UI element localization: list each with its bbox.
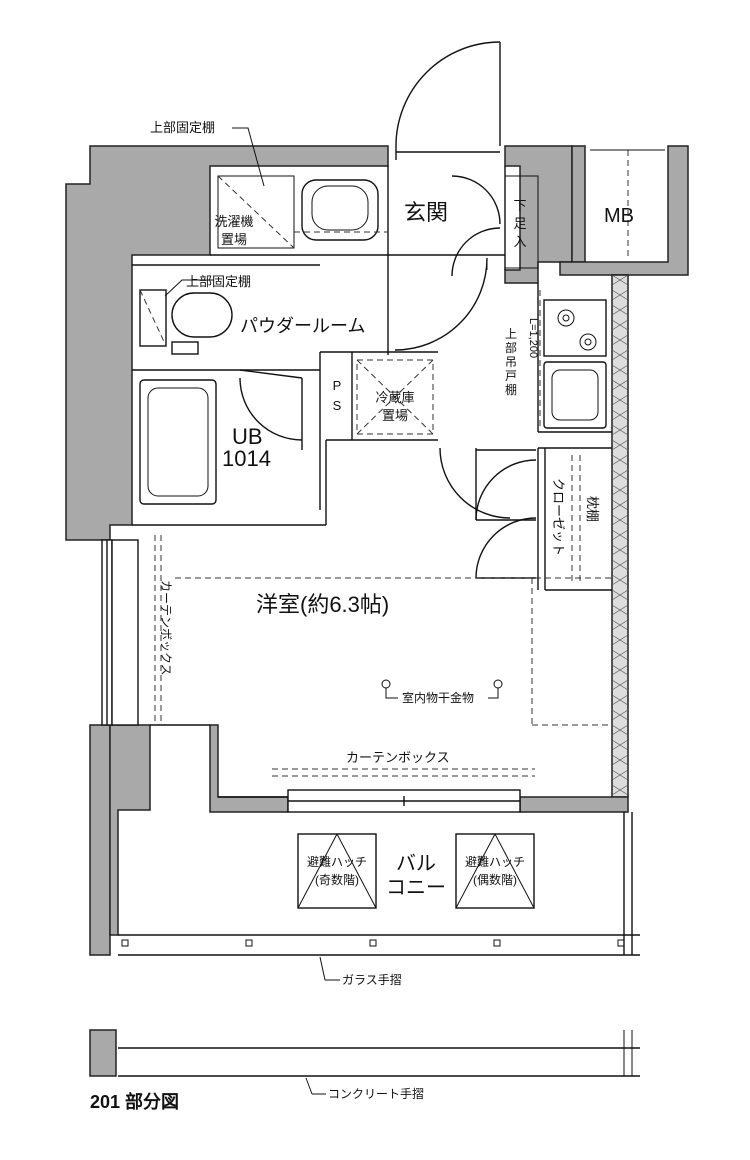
label-washer-1: 洗濯機 xyxy=(214,214,253,229)
label-powder-room: パウダールーム xyxy=(240,316,365,336)
label-western-room: 洋室(約6.3帖) xyxy=(256,592,389,617)
leaders xyxy=(164,127,340,1095)
bathtub xyxy=(139,379,217,505)
washer-area xyxy=(217,175,295,249)
label-cabinet-5: 棚 xyxy=(505,382,517,397)
label-ps-2: S xyxy=(333,398,342,413)
caption: 201 部分図 xyxy=(90,1091,179,1112)
label-balcony-1: バル xyxy=(396,853,436,875)
rail-posts xyxy=(118,812,640,1077)
label-curtain-box: カーテンボックス xyxy=(346,750,450,765)
label-mb: MB xyxy=(604,205,634,227)
walls xyxy=(65,145,689,1077)
label-upper-shelf-1: 上部固定棚 xyxy=(150,120,215,135)
inner-door[interactable] xyxy=(451,175,501,277)
room-dashed-lines xyxy=(154,455,612,777)
wall-hatch xyxy=(611,274,629,796)
label-entrance: 玄関 xyxy=(404,200,448,225)
label-cabinet-2: 部 xyxy=(505,340,517,355)
label-cabinet-1: 上 xyxy=(505,327,517,341)
left-window xyxy=(101,539,139,726)
stove xyxy=(543,299,607,357)
label-shoe-3: 入 xyxy=(513,234,526,249)
toilet xyxy=(139,289,233,355)
label-hatch-odd-2: (奇数階) xyxy=(315,872,359,887)
label-hatch-even-2: (偶数階) xyxy=(473,872,517,887)
label-shoe-2: 足 xyxy=(513,216,526,231)
kitchen-sink xyxy=(539,290,607,430)
label-closet: クローゼット xyxy=(551,478,566,556)
label-upper-shelf-2: 上部固定棚 xyxy=(186,274,251,289)
label-glass-rail: ガラス手摺 xyxy=(342,972,402,987)
shoe-box xyxy=(504,175,539,269)
partitions xyxy=(118,166,640,956)
hatch-right xyxy=(455,833,535,909)
powder-door[interactable] xyxy=(394,257,488,351)
label-cabinet-4: 戸 xyxy=(505,369,517,383)
sink xyxy=(294,179,388,241)
label-balcony-2: コニー xyxy=(386,877,446,899)
label-ub-size: 1014 xyxy=(222,446,271,471)
text-labels: 上部固定棚 洗濯機 置場 玄関 下 足 入 MB 上部固定棚 パウダールーム P… xyxy=(90,120,634,1112)
label-hatch-odd-1: 避難ハッチ xyxy=(307,854,367,869)
label-ps-1: P xyxy=(333,378,342,393)
label-washer-2: 置場 xyxy=(221,232,247,247)
ub-door[interactable] xyxy=(239,369,303,450)
label-hatch-even-1: 避難ハッチ xyxy=(465,854,525,869)
hatch-left xyxy=(297,833,377,909)
label-pillow-shelf: 枕棚 xyxy=(585,496,600,522)
label-shoe-1: 下 xyxy=(513,198,526,213)
label-ub: UB xyxy=(232,424,263,449)
label-drying: 室内物干金物 xyxy=(402,690,474,705)
room-door[interactable] xyxy=(439,447,536,520)
label-fridge-2: 置場 xyxy=(382,408,408,423)
label-curtain-box-vertical: カーテンボックス xyxy=(159,580,173,676)
closet-doors[interactable] xyxy=(475,459,537,579)
label-cabinet-3: 吊 xyxy=(505,355,517,369)
drying-rod xyxy=(381,679,503,699)
label-fridge-1: 冷蔵庫 xyxy=(375,390,414,405)
mb-box xyxy=(590,149,665,260)
label-cabinet-length: L=1,200 xyxy=(527,318,539,358)
label-concrete-rail: コンクリート手摺 xyxy=(328,1086,424,1101)
entrance-door[interactable] xyxy=(395,41,501,160)
fridge-area xyxy=(356,359,434,435)
bottom-window xyxy=(287,789,521,813)
